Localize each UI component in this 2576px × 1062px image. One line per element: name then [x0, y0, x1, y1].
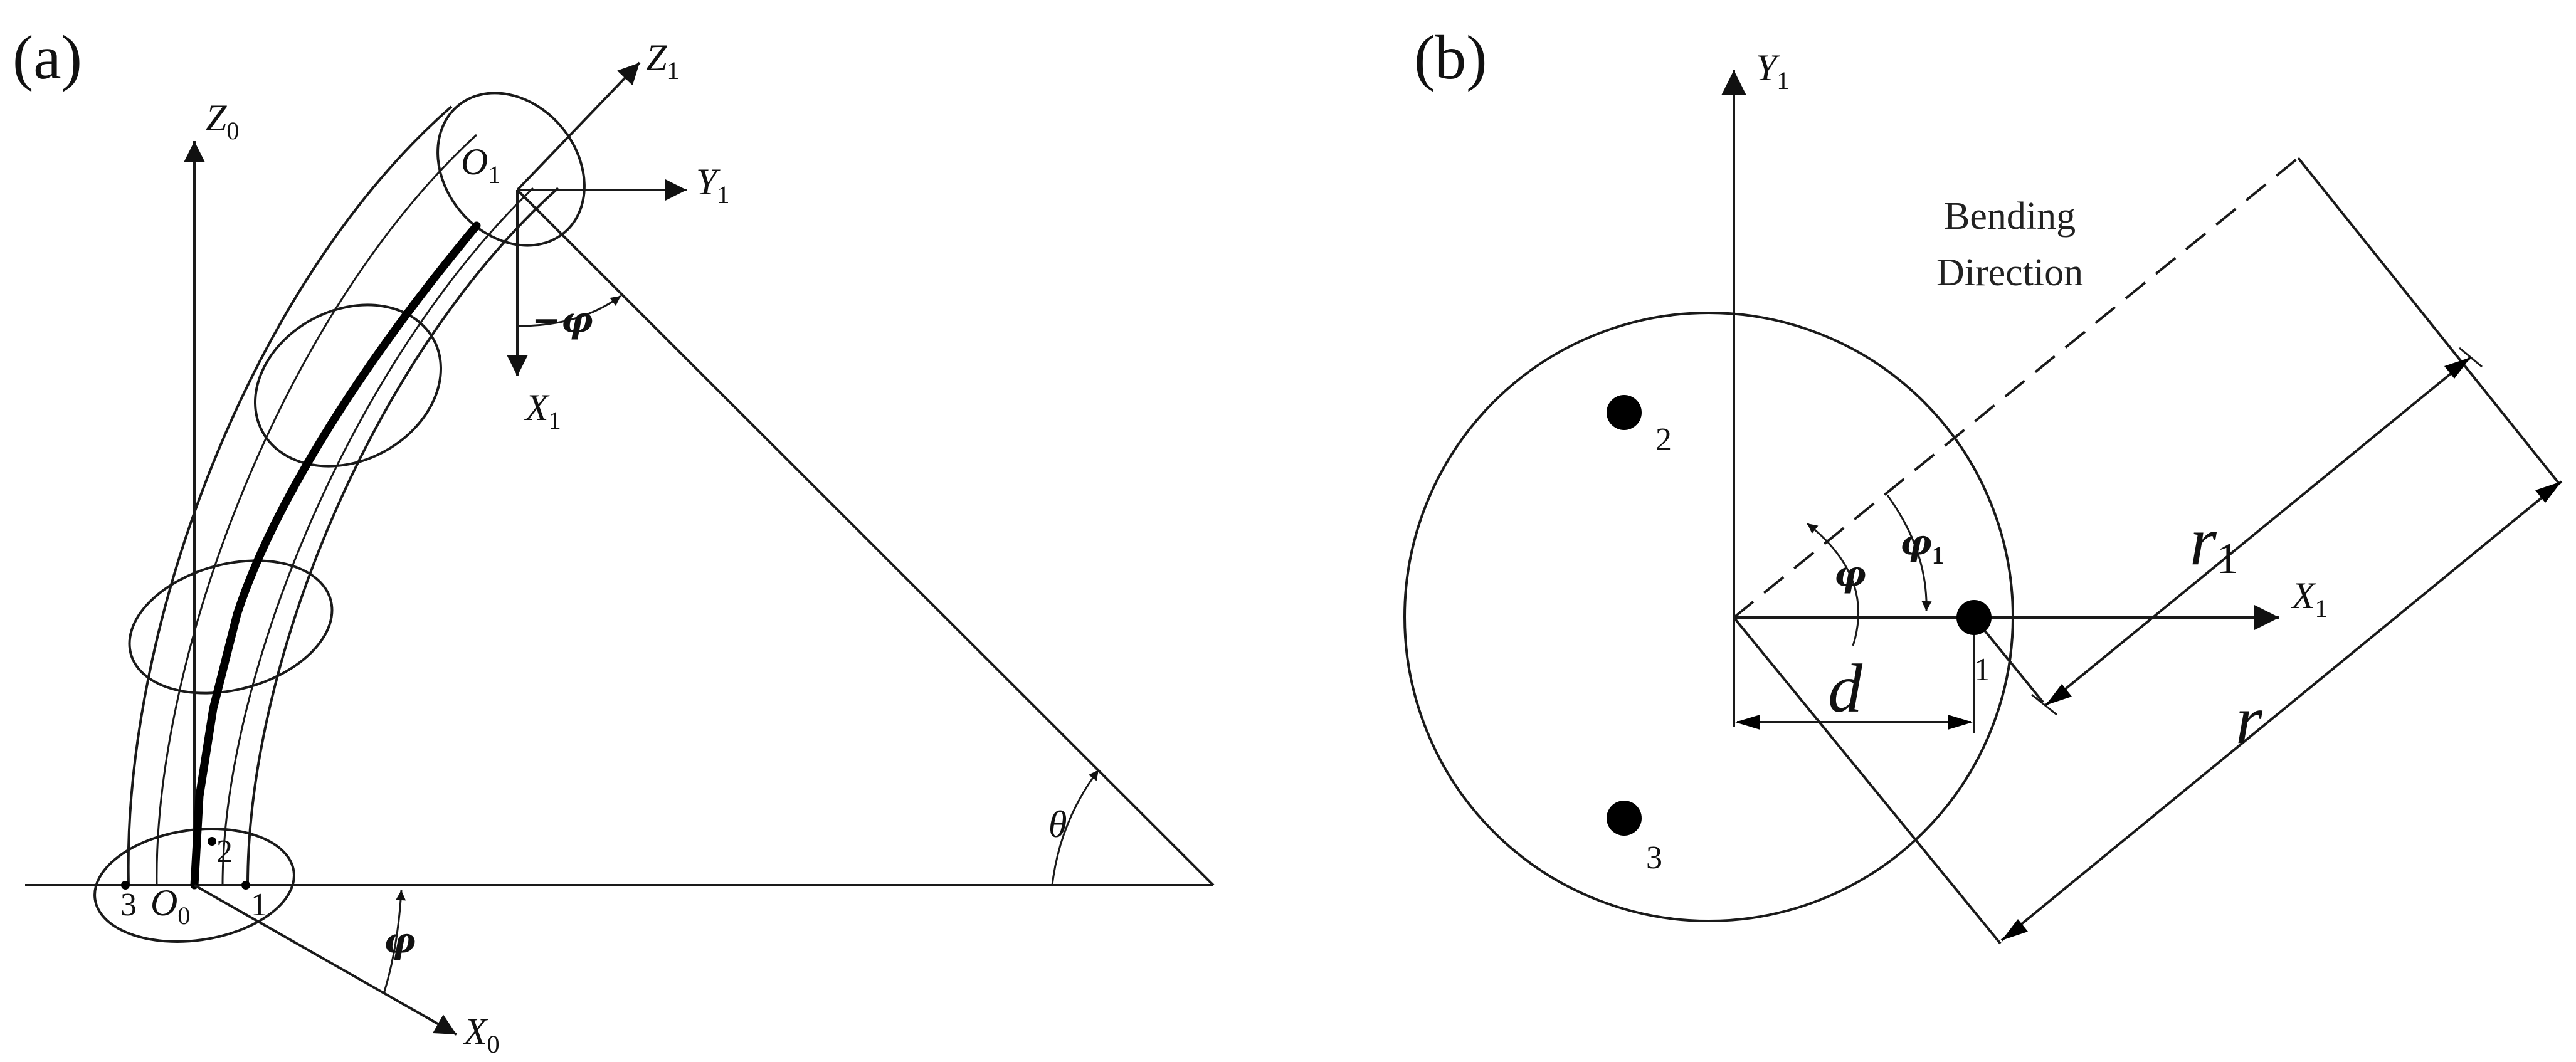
cable-point-3-a	[121, 881, 130, 890]
panel-a-label: (a)	[13, 23, 82, 92]
z1-axis-a	[516, 61, 641, 191]
cable-point-3-b	[1607, 801, 1642, 836]
lower-reference-line	[1733, 616, 2002, 945]
point-1-label-b: 1	[1974, 652, 1990, 688]
r1-label: r1	[2190, 503, 2239, 583]
x0-label: X0	[463, 1011, 500, 1058]
cable-point-1-b	[1956, 600, 1992, 635]
r1-dimension-line	[2044, 356, 2472, 707]
x1-label-b: X1	[2291, 575, 2328, 623]
backbone-curve	[190, 221, 481, 890]
theta-arc	[1051, 769, 1100, 886]
point-2-label-b: 2	[1655, 422, 1672, 458]
d-arrow-right	[1948, 715, 1973, 730]
point-3-label-b: 3	[1646, 840, 1662, 876]
r1-tick-lower	[2031, 693, 2057, 716]
tube-inner-left	[156, 134, 478, 886]
disk-lower	[128, 559, 334, 695]
cable-point-2-b	[1607, 395, 1642, 430]
cable-point-2-a	[208, 837, 216, 846]
d-arrow-left	[1735, 715, 1760, 730]
bending-label-line1: Bending	[1944, 195, 2076, 238]
minus-phi-arc	[519, 295, 621, 327]
phi-label-a: φ	[384, 920, 416, 962]
panel-b: (b) Y1 X1 Bending Direction r1 r	[1403, 23, 2563, 945]
point-2-label-a: 2	[216, 834, 233, 870]
x1-label-a: X1	[524, 387, 561, 434]
r1-arrow-lower	[2045, 684, 2072, 705]
tube-outer-right	[246, 187, 559, 886]
outer-reference-line	[2297, 157, 2560, 484]
r-arrow-lower	[2002, 919, 2028, 940]
phi1-arc	[1886, 495, 1932, 612]
r-arrow-upper	[2535, 481, 2562, 503]
phi-arc-a	[383, 890, 406, 994]
minus-phi-label: −φ	[532, 300, 593, 341]
tube-inner-right	[221, 187, 534, 886]
z1-label-a: Z1	[646, 37, 679, 85]
d-label: d	[1828, 650, 1863, 727]
bending-label-line2: Direction	[1936, 251, 2083, 294]
cable-point-1-a	[241, 881, 250, 890]
panel-b-label: (b)	[1414, 23, 1487, 92]
y1-label-a: Y1	[696, 161, 729, 209]
phi-arc-b	[1807, 522, 1860, 646]
phi-label-b: φ	[1834, 554, 1866, 595]
phi1-label: φ1	[1900, 522, 1945, 569]
base-disk	[93, 828, 295, 943]
point-3-label-a: 3	[120, 887, 137, 923]
hypotenuse-line	[516, 189, 1215, 886]
tube-outer-left	[127, 105, 453, 886]
cable-1-reference-line	[1973, 616, 2044, 703]
o0-label: O0	[150, 882, 190, 930]
z0-label: Z0	[206, 97, 239, 145]
r1-arrow-upper	[2444, 357, 2471, 379]
disk-middle	[254, 303, 442, 468]
y1-label-b: Y1	[1756, 47, 1789, 95]
top-disk	[436, 92, 586, 247]
bending-direction-line	[1733, 157, 2299, 619]
r-dimension-line	[2000, 480, 2563, 942]
o1-label: O1	[461, 141, 500, 189]
point-1-label-a: 1	[251, 887, 267, 923]
x0-axis	[194, 884, 457, 1036]
r-label: r	[2236, 681, 2263, 758]
theta-label: θ	[1048, 804, 1067, 845]
panel-a: (a) Z0 Y1 Z1 X1 O1 −φ X0	[13, 23, 1215, 1058]
